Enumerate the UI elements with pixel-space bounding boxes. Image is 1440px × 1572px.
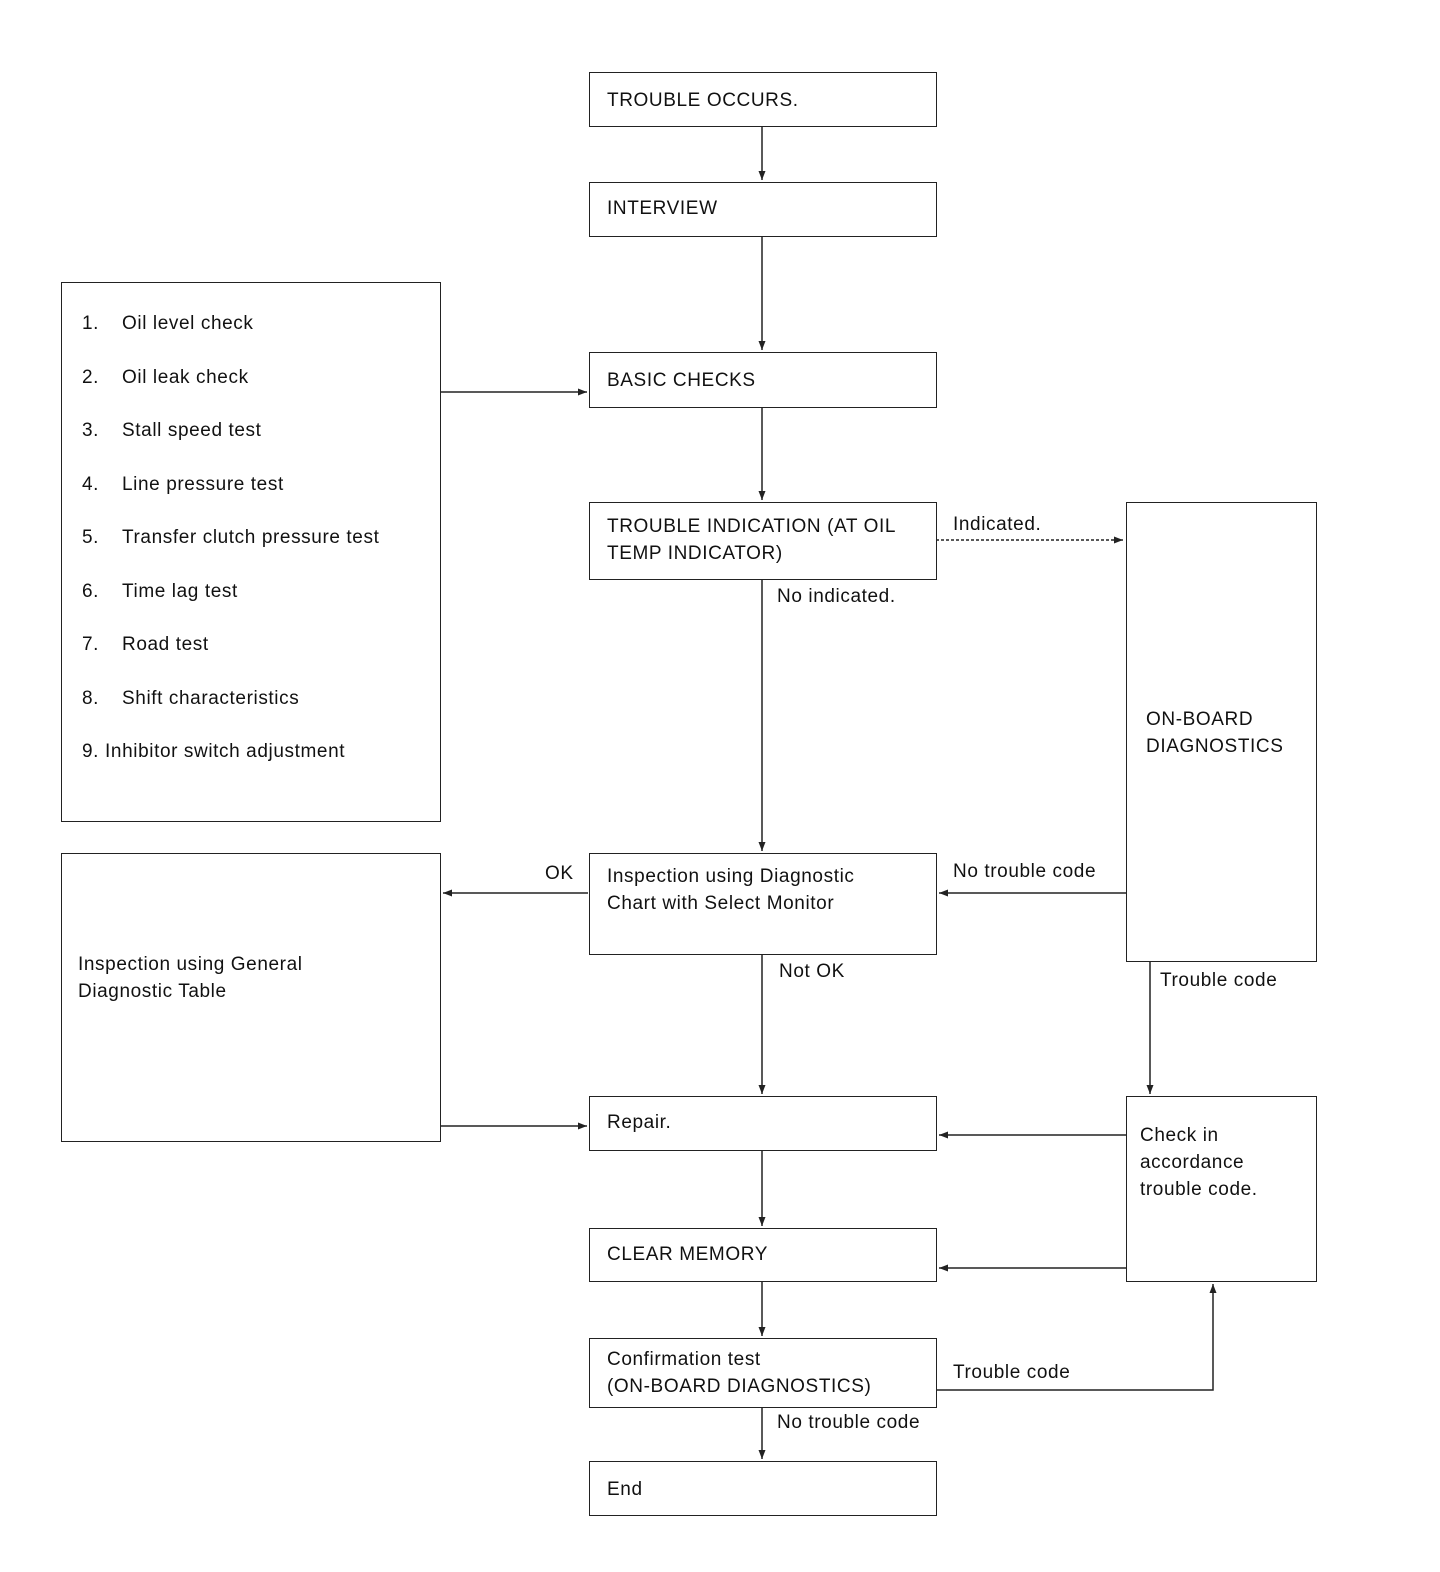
- box-check-accordance: Check in accordance trouble code.: [1126, 1096, 1317, 1282]
- box-on-board-diagnostics: ON-BOARD DIAGNOSTICS: [1126, 502, 1317, 962]
- box-confirmation-test-text: Confirmation test (ON-BOARD DIAGNOSTICS): [607, 1349, 872, 1397]
- box-basic-checks-list: 1.Oil level check 2.Oil leak check 3.Sta…: [61, 282, 441, 822]
- box-trouble-occurs-text: TROUBLE OCCURS.: [607, 90, 799, 111]
- list-item: 2.Oil leak check: [82, 366, 249, 388]
- arrow-confirm-to-check: [936, 1284, 1217, 1391]
- box-inspection-select-monitor: Inspection using Diagnostic Chart with S…: [589, 853, 937, 955]
- label-not-ok: Not OK: [779, 961, 845, 982]
- box-basic-checks: BASIC CHECKS: [589, 352, 937, 408]
- box-interview-text: INTERVIEW: [607, 198, 718, 219]
- box-trouble-indication-text: TROUBLE INDICATION (AT OIL TEMP INDICATO…: [607, 516, 897, 564]
- label-no-trouble-code-obd: No trouble code: [953, 861, 1097, 882]
- box-check-accordance-text: Check in accordance trouble code.: [1140, 1125, 1258, 1200]
- box-clear-memory: CLEAR MEMORY: [589, 1228, 937, 1282]
- list-item: 1.Oil level check: [82, 313, 254, 334]
- label-trouble-code-obd: Trouble code: [1160, 970, 1278, 991]
- label-indicated: Indicated.: [953, 514, 1042, 535]
- box-end-text: End: [607, 1479, 643, 1500]
- box-inspection-general-table: Inspection using General Diagnostic Tabl…: [61, 853, 441, 1142]
- box-inspection-general-table-text: Inspection using General Diagnostic Tabl…: [78, 954, 303, 1002]
- label-ok: OK: [545, 863, 574, 884]
- box-inspection-select-monitor-text: Inspection using Diagnostic Chart with S…: [607, 866, 855, 914]
- box-trouble-occurs: TROUBLE OCCURS.: [589, 72, 937, 127]
- box-clear-memory-text: CLEAR MEMORY: [607, 1244, 768, 1265]
- label-no-indicated: No indicated.: [777, 586, 896, 607]
- box-on-board-diagnostics-text: ON-BOARD DIAGNOSTICS: [1146, 709, 1284, 757]
- list-item: 9.Inhibitor switch adjustment: [82, 741, 346, 762]
- list-item: 3.Stall speed test: [82, 420, 262, 441]
- basic-checks-list: 1.Oil level check 2.Oil leak check 3.Sta…: [82, 313, 379, 795]
- box-repair-text: Repair.: [607, 1112, 672, 1133]
- list-item: 8.Shift characteristics: [82, 687, 300, 709]
- label-no-trouble-code-confirm: No trouble code: [777, 1412, 921, 1433]
- box-trouble-indication: TROUBLE INDICATION (AT OIL TEMP INDICATO…: [589, 502, 937, 580]
- list-item: 7.Road test: [82, 634, 209, 655]
- list-item: 6.Time lag test: [82, 580, 238, 602]
- box-end: End: [589, 1461, 937, 1516]
- list-item: 5.Transfer clutch pressure test: [82, 527, 380, 548]
- box-repair: Repair.: [589, 1096, 937, 1151]
- box-interview: INTERVIEW: [589, 182, 937, 237]
- box-confirmation-test: Confirmation test (ON-BOARD DIAGNOSTICS): [589, 1338, 937, 1408]
- list-item: 4.Line pressure test: [82, 473, 284, 495]
- box-basic-checks-text: BASIC CHECKS: [607, 370, 756, 391]
- label-trouble-code-confirm: Trouble code: [953, 1362, 1071, 1383]
